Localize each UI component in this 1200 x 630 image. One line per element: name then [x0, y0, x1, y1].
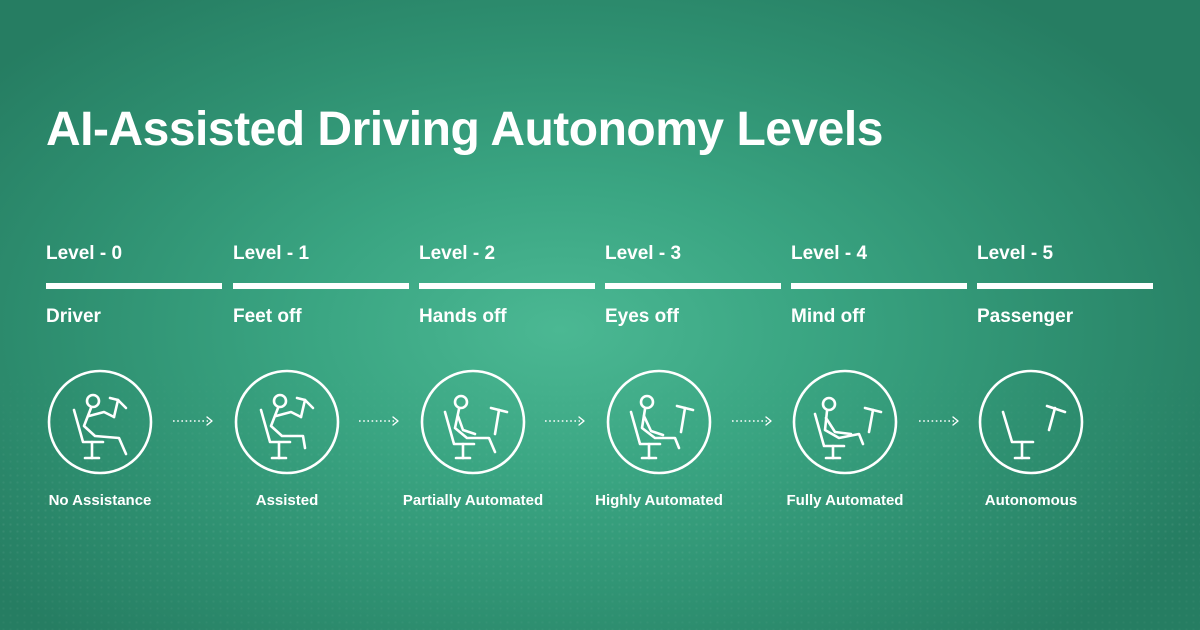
level-divider-bar: [605, 283, 781, 289]
dotted-arrow-icon: [732, 416, 772, 426]
level-caption: Partially Automated: [402, 492, 544, 509]
level-divider-bar: [46, 283, 222, 289]
page-title: AI-Assisted Driving Autonomy Levels: [46, 103, 883, 156]
level-caption: No Assistance: [48, 492, 152, 509]
seated-driver-hands-on-wheel-icon: [46, 368, 154, 476]
dotted-arrow-icon: [545, 416, 585, 426]
level-divider-bar: [419, 283, 595, 289]
level-name: Hands off: [419, 306, 507, 327]
level-5: Level - 5 Passenger Autonomous: [977, 0, 1165, 630]
level-divider-bar: [791, 283, 967, 289]
dotted-arrow-icon: [173, 416, 213, 426]
level-name: Feet off: [233, 306, 302, 327]
level-label: Level - 3: [605, 243, 682, 264]
seated-driver-eyes-off-icon: [605, 368, 713, 476]
level-name: Eyes off: [605, 306, 679, 327]
level-label: Level - 4: [791, 243, 868, 264]
seated-driver-feet-off-icon: [233, 368, 341, 476]
level-name: Mind off: [791, 306, 865, 327]
level-label: Level - 0: [46, 243, 123, 264]
dotted-arrow-icon: [919, 416, 959, 426]
level-divider-bar: [233, 283, 409, 289]
level-name: Passenger: [977, 306, 1074, 327]
level-caption: Assisted: [255, 492, 319, 509]
level-label: Level - 5: [977, 243, 1054, 264]
level-name: Driver: [46, 306, 101, 327]
level-2: Level - 2 Hands off Partially Automated: [403, 0, 607, 630]
level-4: Level - 4 Mind off Fully Automated: [787, 0, 979, 630]
dotted-arrow-icon: [359, 416, 399, 426]
empty-seat-icon: [977, 368, 1085, 476]
level-divider-bar: [977, 283, 1153, 289]
level-label: Level - 2: [419, 243, 496, 264]
level-1: Level - 1 Feet off Assisted: [233, 0, 421, 630]
level-caption: Highly Automated: [595, 492, 723, 509]
seated-driver-hands-off-icon: [419, 368, 527, 476]
seated-driver-reclined-icon: [791, 368, 899, 476]
level-label: Level - 1: [233, 243, 310, 264]
level-3: Level - 3 Eyes off Highly Automated: [595, 0, 793, 630]
level-caption: Autonomous: [984, 492, 1078, 509]
level-0: Level - 0 Driver No Assistance: [46, 0, 234, 630]
level-caption: Fully Automated: [786, 492, 904, 509]
